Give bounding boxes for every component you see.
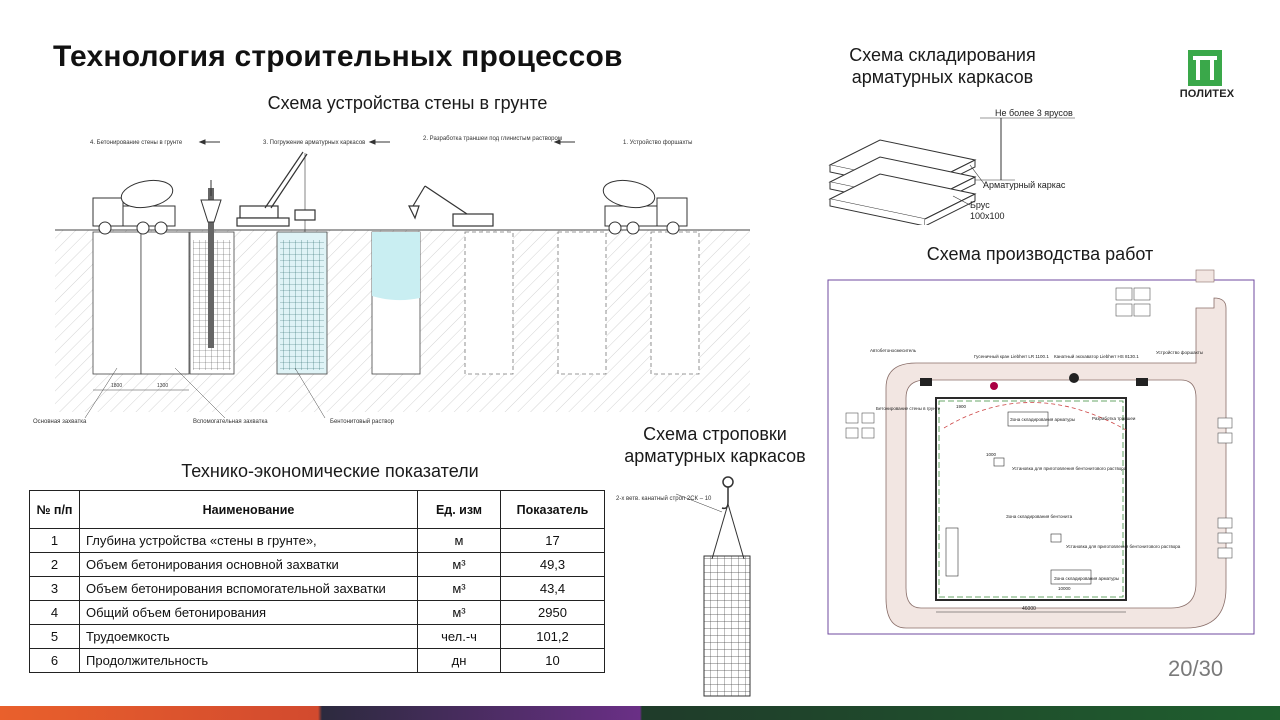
storage-diagram: Не более 3 ярусов Арматурный каркас Брус…	[828, 108, 1075, 225]
kpi-table-caption: Технико-экономические показатели	[181, 461, 479, 481]
plan-label-concreting: Бетонирование стены в грунте	[876, 406, 941, 411]
wall-in-ground-diagram: 4. Бетонирование стены в грунте 3. Погру…	[33, 136, 750, 425]
plan-label-bentonite-plant-1: Установка для приготовления бентонитовог…	[1012, 466, 1127, 471]
logo-mark-icon	[1188, 50, 1222, 86]
table-row: 6 Продолжительность дн 10	[29, 648, 605, 673]
tiers-label: Не более 3 ярусов	[995, 108, 1073, 118]
step-2-label: 2. Разработка траншеи под глинистым раст…	[423, 136, 562, 142]
plan-dim-10000: 10000	[1058, 586, 1071, 591]
excavator-icon	[408, 185, 494, 227]
row-num: 6	[29, 648, 80, 673]
logo-text: ПОЛИТЕХ	[1179, 88, 1235, 100]
sling-diagram: 2-х ветв. канатный строп 2СК – 10	[616, 476, 751, 697]
plan-label-crane: Гусеничный кран Liebherr LR 1100.1	[974, 353, 1049, 359]
aux-section-label: Вспомогательная захватка	[193, 419, 268, 425]
politeh-logo: ПОЛИТЕХ	[1176, 50, 1238, 104]
table-row: 3 Объем бетонирования вспомогательной за…	[29, 576, 605, 601]
row-unit: чел.-ч	[417, 624, 501, 649]
page-number: 20/30	[1168, 656, 1224, 681]
row-unit: дн	[417, 648, 501, 673]
row-value: 101,2	[500, 624, 605, 649]
cage-label: Арматурный каркас	[983, 180, 1066, 190]
row-unit: м³	[417, 552, 501, 577]
step-1-label: 1. Устройство форшахты	[623, 139, 692, 146]
table-row: 4 Общий объем бетонирования м³ 2950	[29, 600, 605, 625]
col-num-header: № п/п	[29, 490, 80, 529]
main-section-label: Основная захватка	[33, 419, 87, 425]
row-num: 2	[29, 552, 80, 577]
row-num: 4	[29, 600, 80, 625]
row-unit: м	[417, 528, 501, 553]
beam-label: Брус	[970, 200, 990, 210]
concrete-bucket-icon	[200, 180, 222, 223]
beam-size-label: 100x100	[970, 211, 1005, 221]
row-value: 2950	[500, 600, 605, 625]
plan-label-excavator: Канатный экскаватор Liebherr HS 8130.1	[1054, 353, 1139, 359]
plan-label-guide-wall: Устройство форшахты	[1156, 349, 1203, 355]
plan-label-bentonite-plant-2: Установка для приготовления бентонитовог…	[1066, 544, 1181, 549]
row-value: 10	[500, 648, 605, 673]
row-value: 17	[500, 528, 605, 553]
plan-dim-1900: 1900	[956, 404, 967, 409]
row-num: 1	[29, 528, 80, 553]
sling-label: 2-х ветв. канатный строп 2СК – 10	[616, 495, 712, 502]
plan-dim-length: 46000	[1022, 606, 1036, 612]
table-row: 1 Глубина устройства «стены в грунте», м…	[29, 528, 605, 553]
row-num: 5	[29, 624, 80, 649]
works-scheme-caption: Схема производства работ	[926, 244, 1154, 264]
table-row: 5 Трудоемкость чел.-ч 101,2	[29, 624, 605, 649]
plan-label-bentonite-zone: Зона складирования бентонита	[1006, 514, 1073, 519]
plan-label-trench: Разработка траншеи	[1092, 416, 1136, 421]
dim-1300: 1300	[157, 383, 168, 389]
row-name: Глубина устройства «стены в грунте»,	[79, 528, 418, 553]
row-unit: м³	[417, 576, 501, 601]
bentonite-label: Бентонитовый раствор	[330, 418, 395, 425]
row-name: Общий объем бетонирования	[79, 600, 418, 625]
kpi-table-header: № п/п Наименование Ед. изм Показатель	[29, 490, 605, 529]
row-name: Продолжительность	[79, 648, 418, 673]
crawler-crane-icon	[236, 151, 316, 232]
plan-label-rebar-zone-2: Зона складирования арматуры	[1054, 576, 1119, 581]
bottom-gradient-bar	[0, 706, 1280, 720]
concrete-mixer-truck-icon	[602, 179, 688, 235]
page-title: Технология строительных процессов	[53, 40, 623, 73]
sling-scheme-caption: Схема строповки арматурных каркасов	[624, 424, 806, 466]
site-plan-diagram: Автобетоносмеситель Гусеничный кран Lieb…	[827, 269, 1255, 635]
table-row: 2 Объем бетонирования основной захватки …	[29, 552, 605, 577]
row-value: 49,3	[500, 552, 605, 577]
row-name: Трудоемкость	[79, 624, 418, 649]
dim-1800: 1800	[111, 383, 122, 389]
step-3-label: 3. Погружение арматурных каркасов	[263, 140, 365, 146]
col-name-header: Наименование	[79, 490, 418, 529]
plan-label-rebar-zone-1: Зона складирования арматуры	[1010, 417, 1075, 422]
wall-scheme-caption: Схема устройства стены в грунте	[267, 93, 548, 113]
kpi-table: № п/п Наименование Ед. изм Показатель 1 …	[29, 490, 605, 673]
step-4-label: 4. Бетонирование стены в грунте	[90, 140, 183, 146]
plan-dim-1000: 1000	[986, 452, 997, 457]
col-unit-header: Ед. изм	[417, 490, 501, 529]
row-name: Объем бетонирования основной захватки	[79, 552, 418, 577]
col-value-header: Показатель	[500, 490, 605, 529]
row-name: Объем бетонирования вспомогательной захв…	[79, 576, 418, 601]
row-unit: м³	[417, 600, 501, 625]
concrete-mixer-truck-icon	[92, 179, 176, 235]
row-value: 43,4	[500, 576, 605, 601]
plan-label-mixer: Автобетоносмеситель	[870, 348, 917, 353]
row-num: 3	[29, 576, 80, 601]
storage-scheme-caption: Схема складирования арматурных каркасов	[849, 45, 1036, 87]
